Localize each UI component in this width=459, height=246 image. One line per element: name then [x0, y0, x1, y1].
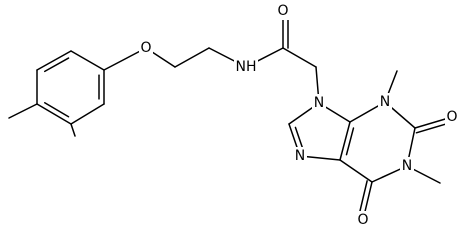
atom-mask-O2 [445, 108, 459, 126]
atom-mask-O_ether [139, 39, 153, 57]
atom-layer: O NH O N N N N O O [139, 2, 459, 229]
bond-c6-c1 [36, 103, 72, 125]
atom-mask-N9 [312, 94, 326, 112]
bond-C5-C4 [339, 121, 351, 161]
double-bond-c6-c1 [43, 102, 70, 118]
bond-C6-C5 [339, 159, 373, 183]
bond-c2-c3 [36, 50, 72, 71]
bond-camide-ch2c [282, 47, 317, 68]
atom-label-N3: N [380, 94, 390, 110]
atom-mask-O6 [356, 211, 370, 229]
atom-mask-N1 [400, 157, 414, 175]
atom-label-N_amide: NH [236, 59, 257, 75]
double-bond-C8-N7 [294, 126, 304, 151]
bond-me3-c1 [8, 103, 38, 119]
bond-c6-me4 [70, 123, 76, 137]
atom-label-N1: N [402, 158, 412, 174]
double-bond-C5-C4 [345, 127, 355, 156]
atom-mask-N3 [378, 93, 392, 111]
atom-label-O2: O [446, 109, 457, 125]
atom-mask-N7 [293, 147, 307, 165]
bond-c5-c6 [70, 103, 105, 125]
atom-label-O_amide: O [277, 3, 288, 19]
atom-label-N7: N [295, 148, 305, 164]
atom-label-O6: O [357, 212, 368, 228]
atom-mask-O_amide [276, 2, 290, 20]
bond-ch2a-ch2b [174, 47, 210, 68]
atom-label-O_ether: O [140, 40, 151, 56]
atom-mask-N_amide [234, 58, 258, 76]
atom-label-N9: N [314, 95, 324, 111]
double-bond-c2-c3 [44, 57, 70, 73]
bond-c3-c4 [70, 50, 105, 71]
bond-layer [8, 10, 455, 221]
